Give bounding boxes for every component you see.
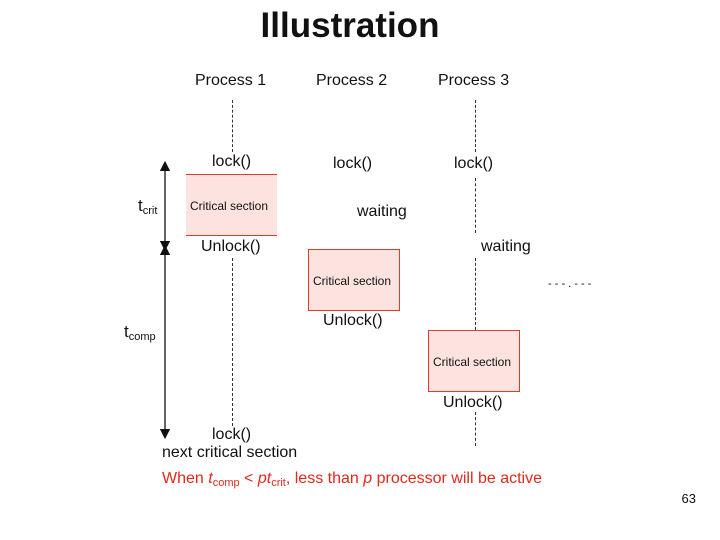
process-1-critical-section-label: Critical section: [190, 199, 269, 213]
note-comp-sub: comp: [212, 477, 240, 489]
process-1-lock: lock(): [212, 153, 252, 170]
process-3-waiting: waiting: [481, 238, 531, 255]
process-1-unlock: Unlock(): [201, 238, 261, 255]
t-comp-label: tcomp: [124, 322, 156, 343]
note-tail: processor will be active: [372, 470, 542, 487]
note-pre: When: [162, 470, 209, 487]
process-3-timeline-mid: [475, 178, 476, 233]
process-3-critical-section: Critical section: [428, 330, 520, 392]
process-2-waiting: waiting: [357, 203, 407, 220]
t-comp-subscript: comp: [128, 331, 156, 343]
next-critical-section-label: next critical section: [162, 444, 298, 461]
note-post: , less than: [285, 470, 364, 487]
process-3-timeline-lower: [475, 258, 476, 330]
process-2-unlock: Unlock(): [323, 312, 383, 329]
process-3-unlock: Unlock(): [443, 394, 503, 411]
process-3-header: Process 3: [438, 72, 510, 89]
note-pt: pt: [257, 470, 272, 487]
process-3-critical-section-label: Critical section: [433, 355, 512, 369]
process-1-header: Process 1: [195, 72, 267, 89]
t-crit-symbol: t: [138, 196, 143, 215]
note-lt: <: [239, 470, 258, 487]
t-crit-label: tcrit: [138, 196, 157, 217]
process-2-critical-section-label: Critical section: [313, 274, 392, 288]
process-2-lock: lock(): [333, 155, 373, 172]
page-number: 63: [681, 491, 696, 506]
process-1-next-lock: lock(): [212, 426, 252, 443]
process-3-timeline-bottom: [475, 412, 476, 446]
t-comp-symbol: t: [124, 322, 129, 341]
red-note: When tcomp < ptcrit, less than p process…: [162, 470, 542, 489]
t-crit-subscript: crit: [142, 205, 158, 217]
process-3-lock: lock(): [454, 155, 494, 172]
note-crit-sub: crit: [271, 477, 286, 489]
process-1-timeline-top: [232, 100, 233, 152]
process-1-critical-section: Critical section: [186, 174, 277, 236]
slide-title: Illustration: [260, 6, 440, 45]
process-1-timeline-bottom: [232, 258, 233, 426]
process-2-critical-section: Critical section: [308, 249, 400, 311]
continuation-ellipsis: - - - . - - -: [548, 278, 592, 290]
process-2-header: Process 2: [316, 72, 388, 89]
process-3-timeline-top: [475, 100, 476, 152]
note-p: p: [363, 470, 373, 487]
note-t: t: [208, 470, 213, 487]
